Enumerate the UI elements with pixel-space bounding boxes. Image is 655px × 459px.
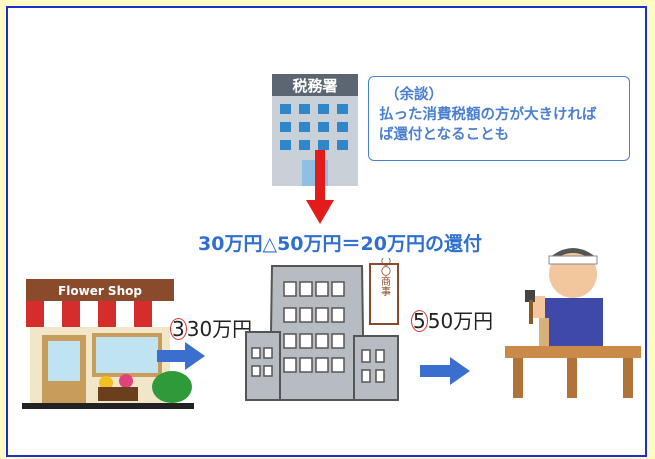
flower-shop-illustration: Flower Shop (22, 279, 194, 409)
carpenter-illustration (505, 248, 641, 398)
refund-headline: 30万円△50万円＝20万円の還付 (198, 233, 482, 255)
flow-arrow-blue-2 (420, 357, 470, 385)
tax-office-sign: 税務署 (292, 77, 337, 95)
aside-callout: （余談） 払った消費税額の方が大きければ ば還付となることも (368, 76, 630, 161)
amount-paid-circled-digit: 5 (411, 309, 428, 333)
flow-arrow-blue-1 (157, 342, 205, 370)
company-sign: 〇〇商事 (379, 258, 391, 296)
amount-received-rest: 30万円 (186, 317, 253, 341)
aside-line-3: ば還付となることも (379, 127, 510, 143)
amount-received-circled-digit: 3 (170, 317, 187, 341)
flower-shop-sign: Flower Shop (58, 284, 142, 298)
refund-arrow-red (306, 150, 334, 224)
aside-line-1: （余談） (385, 87, 443, 103)
aside-line-2: 払った消費税額の方が大きければ (379, 107, 597, 123)
company-building-illustration: 〇〇商事 (245, 258, 399, 401)
amount-paid-rest: 50万円 (427, 309, 494, 333)
